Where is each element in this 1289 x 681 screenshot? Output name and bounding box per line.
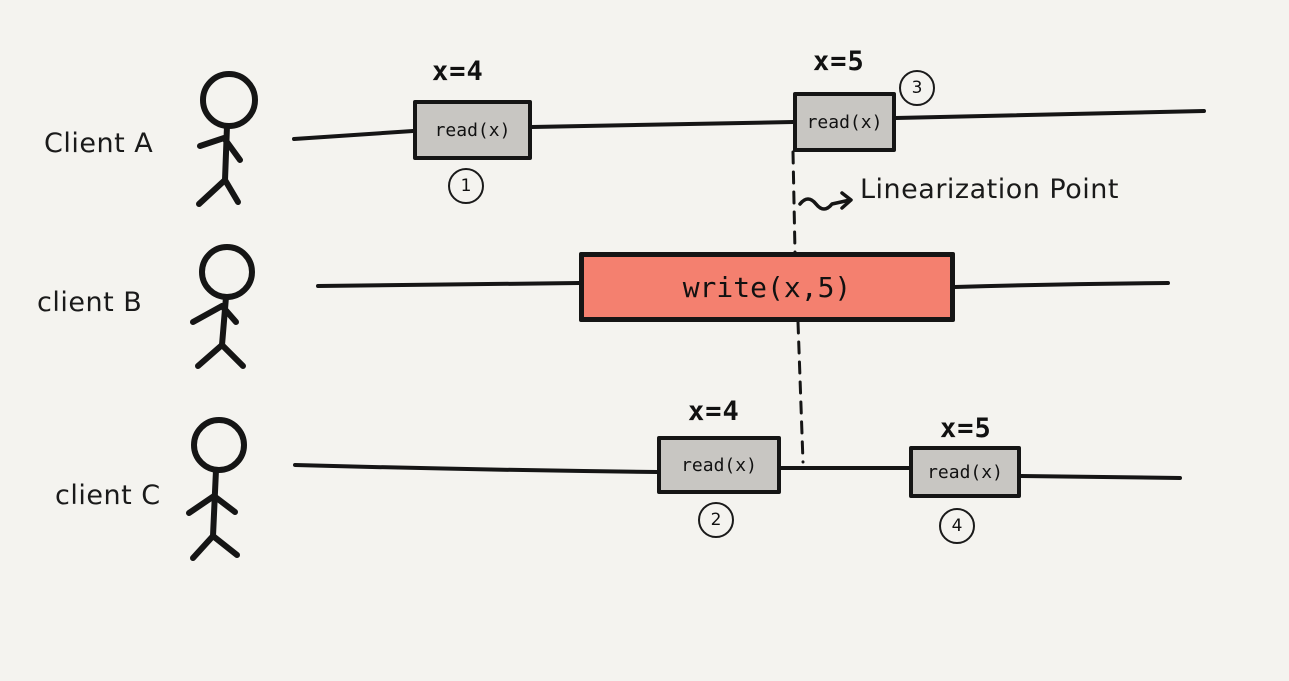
squiggle-arrow-icon (798, 191, 853, 211)
timeline-client-a (292, 109, 1206, 141)
operation-read-op4: read(x) (909, 446, 1021, 498)
stick-figure-client-c-icon (186, 417, 247, 561)
linearization-point-line (791, 150, 805, 464)
client-label-c: client C (55, 480, 161, 511)
step-number-1: 1 (448, 168, 484, 204)
step-number-3: 3 (899, 70, 935, 106)
value-label-op3: x=5 (813, 46, 865, 77)
value-label-op4: x=5 (940, 413, 992, 444)
timeline-client-b (316, 281, 1170, 289)
operation-read-op3: read(x) (793, 92, 896, 152)
value-label-op2: x=4 (688, 396, 740, 427)
step-number-4: 4 (939, 508, 975, 544)
stick-figure-client-b-icon (190, 244, 255, 369)
client-label-a: Client A (44, 128, 154, 159)
value-label-op1: x=4 (432, 56, 484, 87)
stick-figure-client-a-icon (196, 71, 258, 207)
operation-read-op1: read(x) (413, 100, 532, 160)
step-number-2: 2 (698, 502, 734, 538)
linearization-point-label: Linearization Point (860, 174, 1119, 205)
operation-write: write(x,5) (579, 252, 955, 322)
client-label-b: client B (37, 287, 143, 318)
operation-read-op2: read(x) (657, 436, 781, 494)
timeline-client-c (293, 463, 1182, 480)
